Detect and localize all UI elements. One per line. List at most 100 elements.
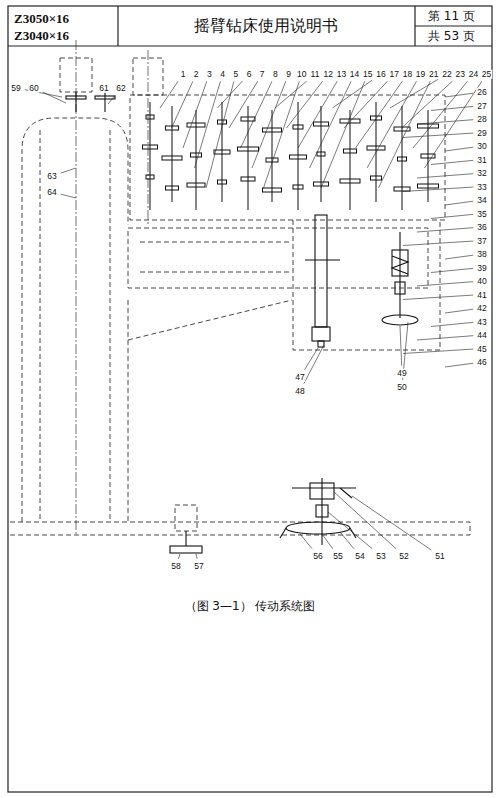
leader-line — [108, 95, 115, 104]
shaft — [222, 102, 223, 202]
leader-line — [98, 95, 99, 97]
gear — [263, 128, 282, 132]
leader-line — [241, 81, 272, 148]
callout-number: 39 — [476, 263, 487, 272]
shaft — [104, 90, 105, 112]
document-title: 摇臂钻床使用说明书 — [194, 18, 338, 34]
shaft — [402, 106, 403, 210]
callout-number: 34 — [476, 196, 487, 205]
callout-number: 49 — [396, 369, 407, 378]
callout-number: 13 — [336, 70, 347, 79]
callout-number: 1 — [180, 70, 187, 79]
page-number: 第 11 页 — [428, 10, 475, 22]
callout-number: 50 — [396, 383, 407, 392]
column-outline — [128, 300, 129, 522]
header-rule — [8, 45, 492, 46]
callout-number: 52 — [398, 552, 409, 561]
callout-number: 32 — [476, 169, 487, 178]
callout-number: 5 — [232, 70, 239, 79]
model-number: Z3050×16 — [14, 12, 69, 25]
header-rule — [415, 25, 492, 26]
column-sleeve — [110, 130, 111, 520]
handle — [280, 528, 286, 538]
callout-number: 18 — [402, 70, 413, 79]
callout-number: 10 — [296, 70, 307, 79]
leader-line — [298, 81, 337, 148]
leader-line — [275, 81, 307, 108]
gear — [421, 154, 435, 158]
gear — [314, 182, 329, 186]
motor-axis — [148, 50, 149, 225]
column-sleeve — [40, 130, 41, 520]
leader-line — [196, 554, 197, 559]
leader-line — [305, 348, 319, 370]
gear — [314, 122, 329, 126]
gear — [371, 116, 382, 120]
figure-caption: （图 3—1） 传动系统图 — [185, 600, 316, 612]
callout-number: 8 — [272, 70, 279, 79]
spindle — [315, 215, 327, 327]
callout-number: 61 — [98, 84, 109, 93]
callout-number: 7 — [259, 70, 266, 79]
callout-number: 54 — [354, 552, 365, 561]
leader-line — [43, 92, 66, 103]
shaft — [75, 92, 76, 112]
leader-line — [321, 81, 365, 188]
callout-number: 60 — [28, 84, 39, 93]
leader-line — [300, 534, 312, 549]
leader-line — [352, 496, 431, 550]
gear — [398, 157, 407, 161]
callout-number: 64 — [46, 188, 57, 197]
callout-number: 36 — [476, 223, 487, 232]
leader-line — [304, 345, 324, 384]
callout-number: 40 — [476, 277, 487, 286]
gear — [293, 185, 303, 189]
callout-number: 42 — [476, 304, 487, 313]
callout-number: 15 — [362, 70, 373, 79]
detail-housing — [310, 483, 334, 499]
gear — [187, 183, 205, 187]
leader-line — [379, 81, 431, 188]
callout-number: 22 — [441, 70, 452, 79]
leader-line — [413, 81, 467, 148]
leader-line — [431, 214, 473, 218]
gear — [317, 152, 325, 156]
leader-line — [445, 93, 473, 97]
leader-line — [403, 241, 473, 245]
callout-number: 56 — [312, 552, 323, 561]
leader-line — [445, 363, 473, 367]
gear — [166, 186, 179, 190]
leader-line — [417, 228, 473, 232]
callout-number: 58 — [170, 562, 181, 571]
callout-number: 57 — [193, 562, 204, 571]
gear — [146, 175, 154, 179]
callout-number: 4 — [219, 70, 226, 79]
leader-line — [403, 133, 473, 137]
leader-line — [322, 534, 333, 549]
callout-number: 9 — [285, 70, 292, 79]
gear — [371, 176, 382, 180]
gear — [394, 187, 410, 191]
gear — [162, 156, 182, 160]
callout-number: 63 — [46, 172, 57, 181]
leader-line — [431, 106, 473, 110]
callout-number: 25 — [481, 70, 492, 79]
detail-collar — [316, 505, 328, 517]
gear — [263, 188, 282, 192]
leader-line — [172, 81, 193, 128]
leader-line — [417, 174, 473, 178]
page-number: 共 53 页 — [428, 30, 475, 42]
callout-number: 51 — [434, 552, 445, 561]
callout-number: 11 — [310, 70, 321, 79]
leader-line — [417, 336, 473, 340]
callout-number: 35 — [476, 209, 487, 218]
leader-line — [160, 81, 178, 108]
arm-guide — [140, 242, 290, 243]
callout-number: 44 — [476, 331, 487, 340]
column-axis — [76, 40, 77, 535]
callout-number: 23 — [454, 70, 465, 79]
gear — [293, 125, 303, 129]
shaft — [350, 110, 351, 210]
callout-number: 33 — [476, 182, 487, 191]
callout-number: 2 — [193, 70, 200, 79]
